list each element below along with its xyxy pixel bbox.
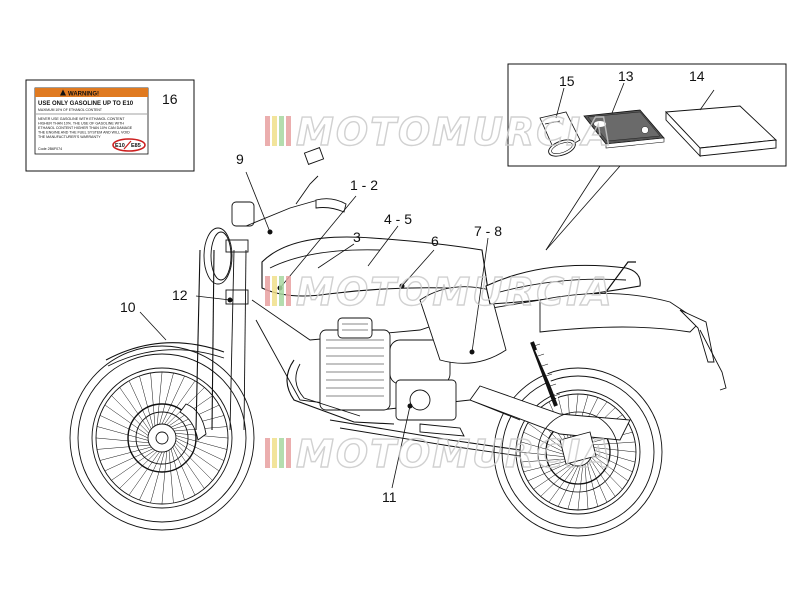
wheel-spoke — [161, 451, 168, 505]
wheel-spoke — [591, 449, 636, 463]
fuel-badge-oval — [112, 138, 146, 152]
wheel-spoke — [175, 440, 220, 472]
watermark-middle: MOTOMURCIA — [265, 269, 614, 315]
engine — [286, 317, 457, 425]
callout-10: 10 — [120, 299, 136, 315]
warning-triangle-icon — [60, 89, 66, 96]
wheel-spoke — [586, 462, 599, 507]
wheel-spoke — [590, 456, 623, 490]
wheel-spoke — [150, 451, 165, 504]
wheel-spoke — [173, 444, 205, 489]
warning-body-line: ETHANOL CONTENT HIGHER THAN 10% CAN DAMA… — [38, 126, 133, 130]
wheel-spoke — [99, 415, 149, 439]
callout-1-2: 1 - 2 — [350, 177, 378, 193]
wheel-spoke — [164, 380, 196, 425]
wheel-spoke — [111, 395, 150, 434]
warning-body-line: THE MANUFACTURER'S WARRANTY — [38, 135, 101, 139]
wheel-spoke — [520, 441, 565, 455]
wheel-spoke — [540, 464, 574, 497]
wheel-spoke — [95, 437, 149, 444]
wheel-spoke — [520, 458, 566, 463]
warning-label-panel: WARNING! USE ONLY GASOLINE UP TO E10 MAX… — [25, 79, 195, 172]
wheel-spoke — [96, 426, 149, 441]
wheel-spoke — [161, 375, 185, 425]
watermark-top: MOTOMURCIA — [265, 109, 614, 155]
wheel-spoke — [590, 441, 636, 446]
callout-11: 11 — [382, 489, 397, 505]
watermark-text: MOTOMURCIA — [296, 270, 614, 314]
wheel-spoke — [150, 372, 156, 426]
wheel-spoke — [589, 458, 616, 497]
wheel-spoke — [591, 446, 637, 453]
wheel-spoke — [175, 437, 225, 461]
warning-header-bar — [35, 88, 148, 97]
wheel-spoke — [588, 460, 608, 503]
callout-leaders — [139, 171, 489, 489]
warning-subtitle: MAXIMUM 10% OF ETHANOL CONTENT — [38, 108, 102, 112]
warning-title: USE ONLY GASOLINE UP TO E10 — [38, 101, 134, 107]
wheel-spoke — [523, 431, 565, 453]
callout-12: 12 — [172, 287, 188, 303]
documents-kit-panel: 15 13 14 — [507, 63, 787, 251]
wheel-spoke — [168, 450, 174, 504]
wheel-spoke — [128, 451, 160, 496]
callout-6: 6 — [431, 233, 439, 249]
kit-pointer-line — [545, 165, 601, 251]
wheel-spoke — [104, 404, 149, 436]
wheel-spoke — [111, 449, 156, 481]
front-spokes — [95, 371, 229, 505]
wheel-spoke — [527, 462, 570, 482]
watermark-bottom: MOTOMURCIA — [265, 431, 614, 477]
wheel-spoke — [159, 372, 174, 425]
watermark-text: MOTOMURCIA — [296, 432, 614, 476]
callout-15: 15 — [559, 73, 575, 89]
wheel-spoke — [174, 442, 213, 481]
callout-3: 3 — [353, 229, 361, 245]
wheel-spoke — [99, 446, 152, 461]
wheel-spoke — [557, 465, 579, 507]
wheel-spoke — [104, 448, 154, 472]
wheel-spoke — [128, 380, 152, 430]
tool-pouch-illustration — [539, 111, 581, 157]
wheel-spoke — [170, 448, 185, 501]
fuel-badge-e85: E85 — [131, 143, 141, 149]
callout-16: 16 — [162, 91, 178, 107]
warning-body-line: NEVER USE GASOLINE WITH ETHANOL CONTENT — [38, 117, 125, 121]
warning-body-line: THE ENGINE AND THE FUEL SYSTEM AND WILL … — [38, 131, 130, 135]
wheel-spoke — [139, 451, 163, 501]
fuel-badge-e10: E10 — [115, 143, 125, 149]
callout-7-8: 7 - 8 — [474, 223, 502, 239]
wheel-spoke — [527, 422, 565, 450]
wheel-spoke — [156, 371, 163, 425]
wheel-spoke — [591, 454, 629, 482]
wheel-spoke — [519, 451, 565, 458]
wheel-spoke — [119, 387, 151, 432]
wheel-spoke — [119, 450, 158, 489]
wheel-spoke — [577, 465, 584, 511]
wheel-spoke — [591, 451, 633, 473]
watermark-text: MOTOMURCIA — [296, 110, 614, 154]
warranty-booklet-illustration — [665, 105, 778, 158]
wheel-spoke — [96, 444, 150, 450]
callout-14: 14 — [689, 68, 705, 84]
callout-9: 9 — [236, 151, 244, 167]
wheel-spoke — [548, 465, 576, 503]
wheel-spoke — [175, 435, 228, 450]
callout-13: 13 — [618, 68, 634, 84]
wheel-spoke — [139, 375, 154, 428]
warning-body-line: HIGHER THAN 10%. THE USE OF GASOLINE WIT… — [38, 122, 124, 126]
owners-manual-illustration — [583, 109, 665, 149]
warning-header: WARNING! — [68, 92, 99, 98]
warning-code: Code 2B6F074 — [38, 147, 62, 151]
motorcycle-drawing — [69, 147, 727, 537]
wheel-spoke — [533, 463, 572, 490]
wheel-spoke — [172, 446, 196, 496]
wheel-spoke — [584, 464, 589, 510]
wheel-spoke — [567, 465, 581, 510]
callout-4-5: 4 - 5 — [384, 211, 412, 227]
wheel-spoke — [523, 460, 568, 473]
